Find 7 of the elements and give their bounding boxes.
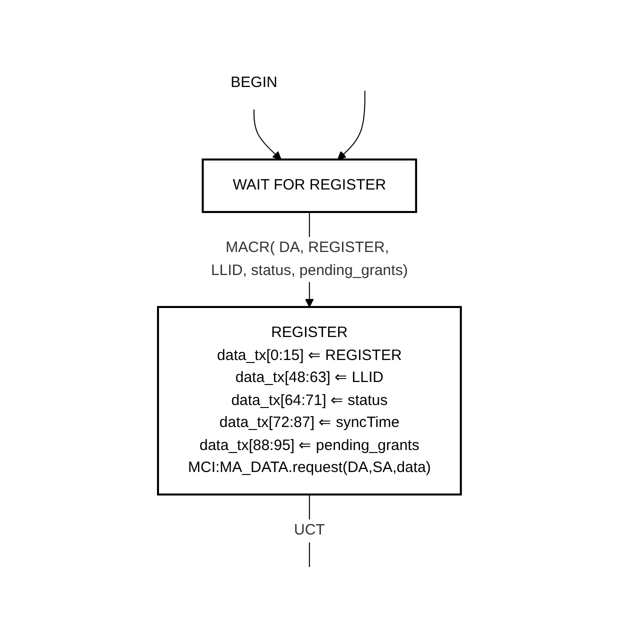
edge-label: UCT	[294, 521, 325, 538]
node-box: REGISTER data_tx[0:15] ⇐ REGISTER data_tx[48:63] ⇐ LLID data_tx[64:71] ⇐ status data_tx[72:87] ⇐ syncTime data_tx[88:95] ⇐ pending_grants MCI:MA_DATA.request(DA,SA,data)	[157, 306, 462, 495]
node-box: WAIT FOR REGISTER	[202, 158, 418, 212]
arrow	[254, 108, 282, 160]
node-text: BEGIN	[230, 74, 278, 90]
arrow	[337, 90, 366, 160]
edge-label: MACR( DA, REGISTER, LLID, status, pending_grants)	[211, 238, 408, 278]
